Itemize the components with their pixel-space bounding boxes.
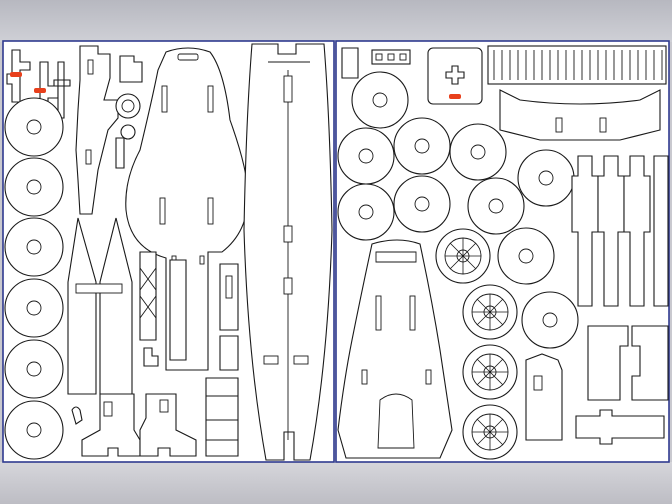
mount-part bbox=[525, 353, 563, 441]
blurred-top-background bbox=[0, 0, 672, 42]
wheel-disc bbox=[351, 71, 409, 129]
wheel-disc bbox=[449, 123, 507, 181]
wheel-disc bbox=[393, 117, 451, 175]
right-sheet bbox=[335, 40, 670, 463]
side-frame-part bbox=[75, 45, 119, 215]
spoked-wheel bbox=[435, 228, 491, 284]
cross-strut-part bbox=[53, 61, 71, 119]
rear-block-part bbox=[205, 377, 239, 457]
lattice-part bbox=[139, 251, 157, 341]
cross-icon bbox=[445, 65, 465, 85]
small-hook-part bbox=[71, 406, 83, 425]
left-sheet bbox=[2, 40, 335, 463]
cabin-door-outline bbox=[377, 393, 415, 449]
gear-part bbox=[115, 93, 141, 140]
wheel-disc bbox=[517, 149, 575, 207]
engrave-mark bbox=[34, 88, 46, 93]
spoked-wheel bbox=[462, 284, 518, 340]
base-bracket-part bbox=[81, 393, 141, 457]
wheel-disc bbox=[4, 339, 64, 399]
small-hook-part bbox=[143, 347, 159, 367]
flat-connector-part bbox=[575, 409, 665, 445]
wheel-disc bbox=[4, 97, 64, 157]
small-clip-part bbox=[341, 47, 359, 79]
wheel-disc bbox=[497, 227, 555, 285]
engrave-mark bbox=[10, 72, 22, 77]
wheel-disc bbox=[521, 291, 579, 349]
axle-parts bbox=[571, 155, 669, 307]
rack-part bbox=[487, 45, 667, 85]
bracket-part bbox=[631, 325, 669, 401]
cabin-body-plate bbox=[337, 239, 453, 459]
base-bracket-part bbox=[139, 393, 197, 457]
left-wheel-column bbox=[4, 97, 64, 460]
wheel-disc bbox=[4, 157, 64, 217]
wheel-disc bbox=[337, 127, 395, 185]
strip-part bbox=[169, 259, 187, 361]
nose-cone-part bbox=[67, 217, 97, 395]
short-strip-part bbox=[219, 335, 239, 371]
wheel-disc bbox=[467, 177, 525, 235]
right-plain-wheels bbox=[337, 71, 579, 349]
spoked-wheel bbox=[462, 344, 518, 400]
right-spoked-wheels bbox=[435, 228, 518, 460]
wheel-disc bbox=[4, 217, 64, 277]
blurred-bottom-background bbox=[0, 462, 672, 504]
spoked-wheel bbox=[462, 404, 518, 460]
wheel-disc bbox=[4, 400, 64, 460]
small-strip-part bbox=[115, 137, 125, 169]
small-block-part bbox=[119, 55, 143, 83]
saddle-part bbox=[499, 89, 661, 141]
wheel-disc bbox=[337, 183, 395, 241]
engrave-mark bbox=[449, 94, 461, 99]
hull-top-plate bbox=[125, 47, 249, 371]
bracket-part bbox=[587, 325, 629, 401]
wheel-disc bbox=[4, 278, 64, 338]
wheel-disc bbox=[393, 175, 451, 233]
